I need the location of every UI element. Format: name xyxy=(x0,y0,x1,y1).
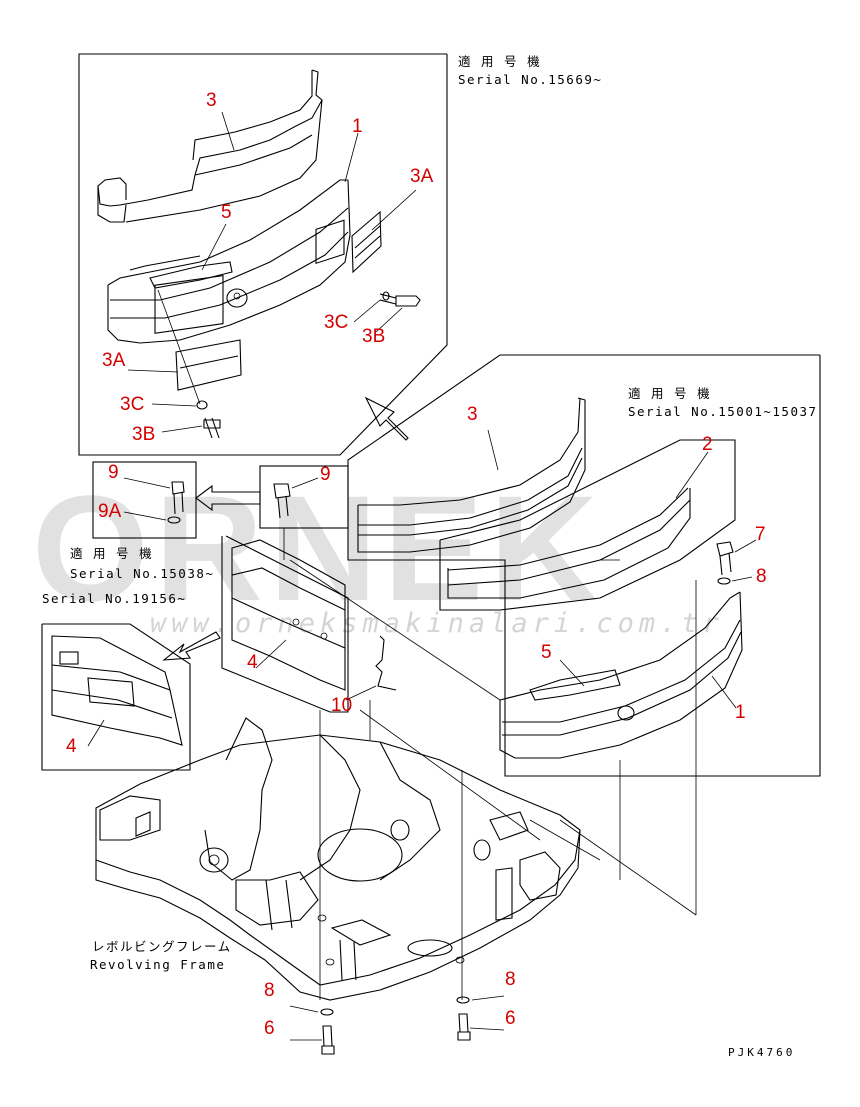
arrow-left-icon xyxy=(195,484,261,512)
callout-9-left: 9 xyxy=(108,462,119,483)
callout-3b-top: 3B xyxy=(362,326,385,347)
callout-8-right: 8 xyxy=(756,566,767,587)
note-top-serial: Serial No.15669~ xyxy=(458,72,602,87)
callout-3b-lower: 3B xyxy=(132,424,155,445)
callout-9-mid: 9 xyxy=(320,464,331,485)
callout-6-bottom-left: 6 xyxy=(264,1018,275,1039)
callout-1-top: 1 xyxy=(352,116,363,137)
inset-part-4-left xyxy=(41,623,191,771)
callout-3a-top: 3A xyxy=(410,166,434,187)
watermark-brand: ORNEK xyxy=(32,464,604,632)
callout-2: 2 xyxy=(702,434,713,455)
bottom-right-fasteners xyxy=(456,995,505,1041)
callout-3c-lower: 3C xyxy=(120,394,144,415)
callout-1-right: 1 xyxy=(735,702,746,723)
callout-6-bottom-right: 6 xyxy=(505,1008,516,1029)
inset-right-box xyxy=(347,354,821,777)
callout-7: 7 xyxy=(755,524,766,545)
callout-9a: 9A xyxy=(98,501,122,522)
note-mid-serial: Serial No.15038~ xyxy=(70,566,214,581)
frame-label-en: Revolving Frame xyxy=(90,957,225,972)
callout-4-mid: 4 xyxy=(247,652,258,673)
callout-8-bottom-right: 8 xyxy=(505,969,516,990)
inset-part-4-mid xyxy=(221,535,397,713)
arrow-down-left-icon xyxy=(162,631,221,661)
inset-bolt-9-mid xyxy=(259,465,349,529)
callout-3-right: 3 xyxy=(467,404,478,425)
callout-8-bottom-left: 8 xyxy=(264,980,275,1001)
revolving-frame xyxy=(95,528,697,1001)
watermark-url: www.orneksmakinalari.com.tr xyxy=(150,608,724,639)
note-left-serial: Serial No.19156~ xyxy=(42,591,186,606)
callout-3a-lower: 3A xyxy=(102,350,126,371)
inset-top-box xyxy=(78,53,448,456)
note-right-serial: Serial No.15001~15037 xyxy=(628,404,818,419)
inset-bolt-9-left xyxy=(92,461,197,539)
callout-10: 10 xyxy=(331,695,352,716)
frame-label-jp: レボルビングフレーム xyxy=(92,939,232,954)
note-top-jp: 適 用 号 機 xyxy=(458,54,541,69)
note-right-jp: 適 用 号 機 xyxy=(628,386,711,401)
drawing-code: PJK4760 xyxy=(728,1046,795,1059)
callout-3-top: 3 xyxy=(206,90,217,111)
arrow-to-top-icon xyxy=(364,396,409,441)
note-mid-jp: 適 用 号 機 xyxy=(70,546,153,561)
callout-5-right: 5 xyxy=(541,642,552,663)
bottom-left-fasteners xyxy=(289,1005,335,1055)
callout-5-top: 5 xyxy=(221,202,232,223)
callout-3c-top: 3C xyxy=(324,312,348,333)
callout-4-left: 4 xyxy=(66,736,77,757)
